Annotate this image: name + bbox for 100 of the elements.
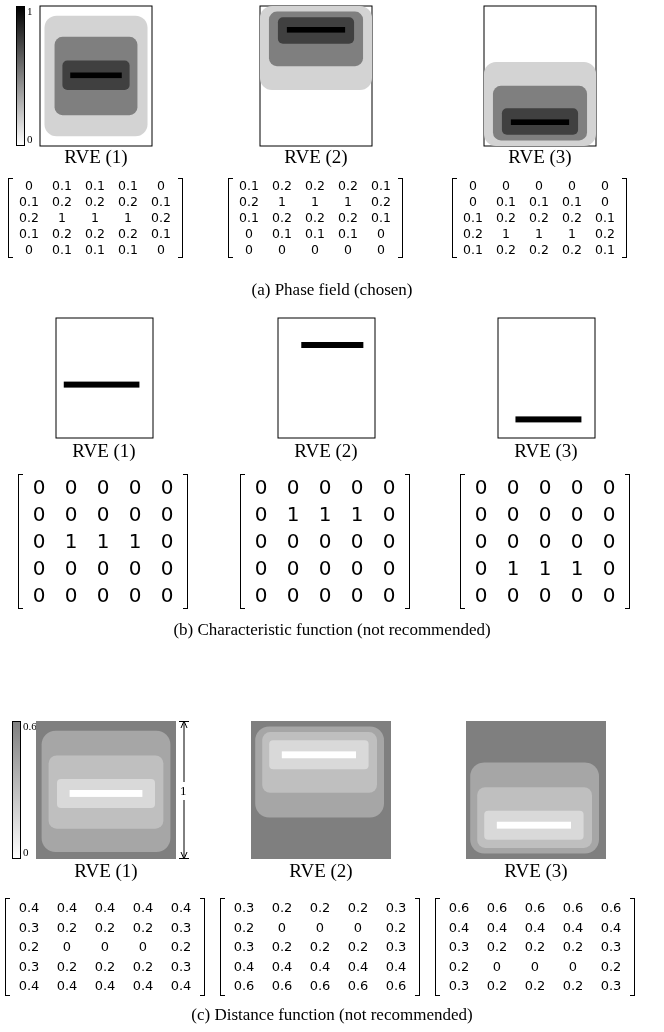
matrix-entry: 0 bbox=[159, 501, 175, 528]
matrix-entry: 0.1 bbox=[271, 226, 293, 242]
matrix-entry: 0.3 bbox=[232, 899, 256, 917]
matrix-entry: 0.3 bbox=[17, 957, 41, 976]
matrix-entry: 0.2 bbox=[51, 226, 73, 242]
matrix-entry: 0 bbox=[253, 582, 269, 609]
matrix-entry: 0 bbox=[285, 474, 301, 501]
matrix-entry: 0 bbox=[537, 582, 553, 609]
matrix-entry: 0.4 bbox=[17, 977, 41, 995]
matrix-entry: 0.2 bbox=[485, 977, 509, 995]
matrix-entry: 0.3 bbox=[384, 938, 408, 956]
matrix-entry: 0 bbox=[601, 528, 617, 555]
matrix-entry: 0 bbox=[317, 555, 333, 582]
matrix-entry: 0 bbox=[349, 474, 365, 501]
matrix-entry: 0 bbox=[529, 957, 541, 976]
matrix-entry: 0.1 bbox=[238, 178, 260, 194]
matrix-entry: 0.2 bbox=[495, 210, 517, 226]
matrix-entry: 0 bbox=[277, 242, 287, 258]
matrix-entry: 0 bbox=[244, 242, 254, 258]
colorbar-tick-label: 0.6 bbox=[23, 720, 37, 732]
matrix-entry: 1 bbox=[537, 555, 553, 582]
matrix-entry: 0 bbox=[285, 582, 301, 609]
matrix-entry: 0 bbox=[567, 957, 579, 976]
matrix-entry: 0 bbox=[537, 474, 553, 501]
matrix-entry: 0 bbox=[31, 528, 47, 555]
matrix-entry: 0.2 bbox=[270, 938, 294, 956]
matrix-entry: 0.2 bbox=[528, 242, 550, 258]
matrix-entry: 1 bbox=[317, 501, 333, 528]
matrix-entry: 0 bbox=[505, 474, 521, 501]
matrix-entry: 0.2 bbox=[495, 242, 517, 258]
matrix-entry: 1 bbox=[501, 226, 511, 242]
panel-label: RVE (3) bbox=[513, 440, 579, 462]
matrix-entry: 0.1 bbox=[304, 226, 326, 242]
matrix-entry: 0.2 bbox=[304, 178, 326, 194]
matrix-entry: 1 bbox=[310, 194, 320, 210]
matrix-entry: 0 bbox=[253, 528, 269, 555]
matrix-entry: 0.6 bbox=[346, 977, 370, 995]
matrix-entry: 0.1 bbox=[150, 226, 172, 242]
matrix-entry: 0 bbox=[381, 582, 397, 609]
matrix-entry: 1 bbox=[285, 501, 301, 528]
matrix-entry: 0 bbox=[343, 242, 353, 258]
panel-label: RVE (2) bbox=[288, 860, 354, 882]
matrix-entry: 0.2 bbox=[447, 957, 471, 976]
matrix-entry: 0 bbox=[352, 918, 364, 937]
matrix-entry: 0 bbox=[381, 474, 397, 501]
matrix-entry: 0.2 bbox=[271, 178, 293, 194]
matrix-entry: 0 bbox=[537, 501, 553, 528]
matrix-entry: 0.4 bbox=[55, 977, 79, 995]
matrix-entry: 1 bbox=[569, 555, 585, 582]
matrix-entry: 0.1 bbox=[51, 242, 73, 258]
matrix-entry: 0 bbox=[601, 474, 617, 501]
matrix-entry: 0 bbox=[31, 582, 47, 609]
matrix-entry: 0.2 bbox=[561, 938, 585, 956]
panel-label: RVE (1) bbox=[63, 146, 129, 168]
matrix-entry: 0.4 bbox=[169, 977, 193, 995]
matrix-entry: 0 bbox=[317, 582, 333, 609]
matrix-entry: 0 bbox=[127, 501, 143, 528]
matrix-entry: 1 bbox=[505, 555, 521, 582]
matrix-entry: 0.2 bbox=[599, 957, 623, 976]
matrix-entry: 1 bbox=[57, 210, 67, 226]
matrix-entry: 0.4 bbox=[169, 899, 193, 917]
matrix-entry: 0.1 bbox=[495, 194, 517, 210]
matrix-entry: 0 bbox=[349, 528, 365, 555]
matrix-entry: 0 bbox=[376, 242, 386, 258]
matrix-entry: 0.4 bbox=[270, 957, 294, 976]
matrix-entry: 0.3 bbox=[447, 938, 471, 956]
matrix-entry: 0 bbox=[534, 178, 544, 194]
matrix-entry: 0 bbox=[253, 501, 269, 528]
matrix-entry: 0 bbox=[317, 474, 333, 501]
matrix-entry: 0.2 bbox=[232, 918, 256, 937]
matrix-entry: 0 bbox=[501, 178, 511, 194]
matrix-entry: 0.6 bbox=[599, 899, 623, 917]
matrix-entry: 0 bbox=[381, 555, 397, 582]
matrix-entry: 0 bbox=[95, 582, 111, 609]
subfigure-caption: (a) Phase field (chosen) bbox=[250, 280, 414, 300]
matrix-entry: 0 bbox=[473, 474, 489, 501]
matrix-entry: 0.4 bbox=[485, 918, 509, 937]
matrix-entry: 0 bbox=[505, 582, 521, 609]
matrix-entry: 0.2 bbox=[18, 210, 40, 226]
matrix-entry: 0.2 bbox=[384, 918, 408, 937]
matrix-entry: 0 bbox=[468, 194, 478, 210]
matrix-entry: 0 bbox=[63, 555, 79, 582]
matrix-entry: 0.4 bbox=[599, 918, 623, 937]
matrix-entry: 1 bbox=[277, 194, 287, 210]
matrix-entry: 1 bbox=[349, 501, 365, 528]
matrix-entry: 0.2 bbox=[462, 226, 484, 242]
matrix-entry: 0 bbox=[61, 938, 73, 956]
matrix-entry: 0.1 bbox=[462, 242, 484, 258]
matrix-entry: 0.3 bbox=[599, 938, 623, 956]
matrix-entry: 0.1 bbox=[84, 178, 106, 194]
matrix-entry: 0.2 bbox=[84, 194, 106, 210]
matrix-entry: 0 bbox=[569, 501, 585, 528]
matrix-entry: 0.1 bbox=[18, 194, 40, 210]
matrix-entry: 0.4 bbox=[523, 918, 547, 937]
matrix-entry: 0.1 bbox=[370, 210, 392, 226]
matrix-entry: 0.2 bbox=[523, 938, 547, 956]
matrix-entry: 0.6 bbox=[384, 977, 408, 995]
matrix-entry: 0.2 bbox=[117, 194, 139, 210]
matrix-entry: 0.4 bbox=[561, 918, 585, 937]
matrix-entry: 0.1 bbox=[370, 178, 392, 194]
